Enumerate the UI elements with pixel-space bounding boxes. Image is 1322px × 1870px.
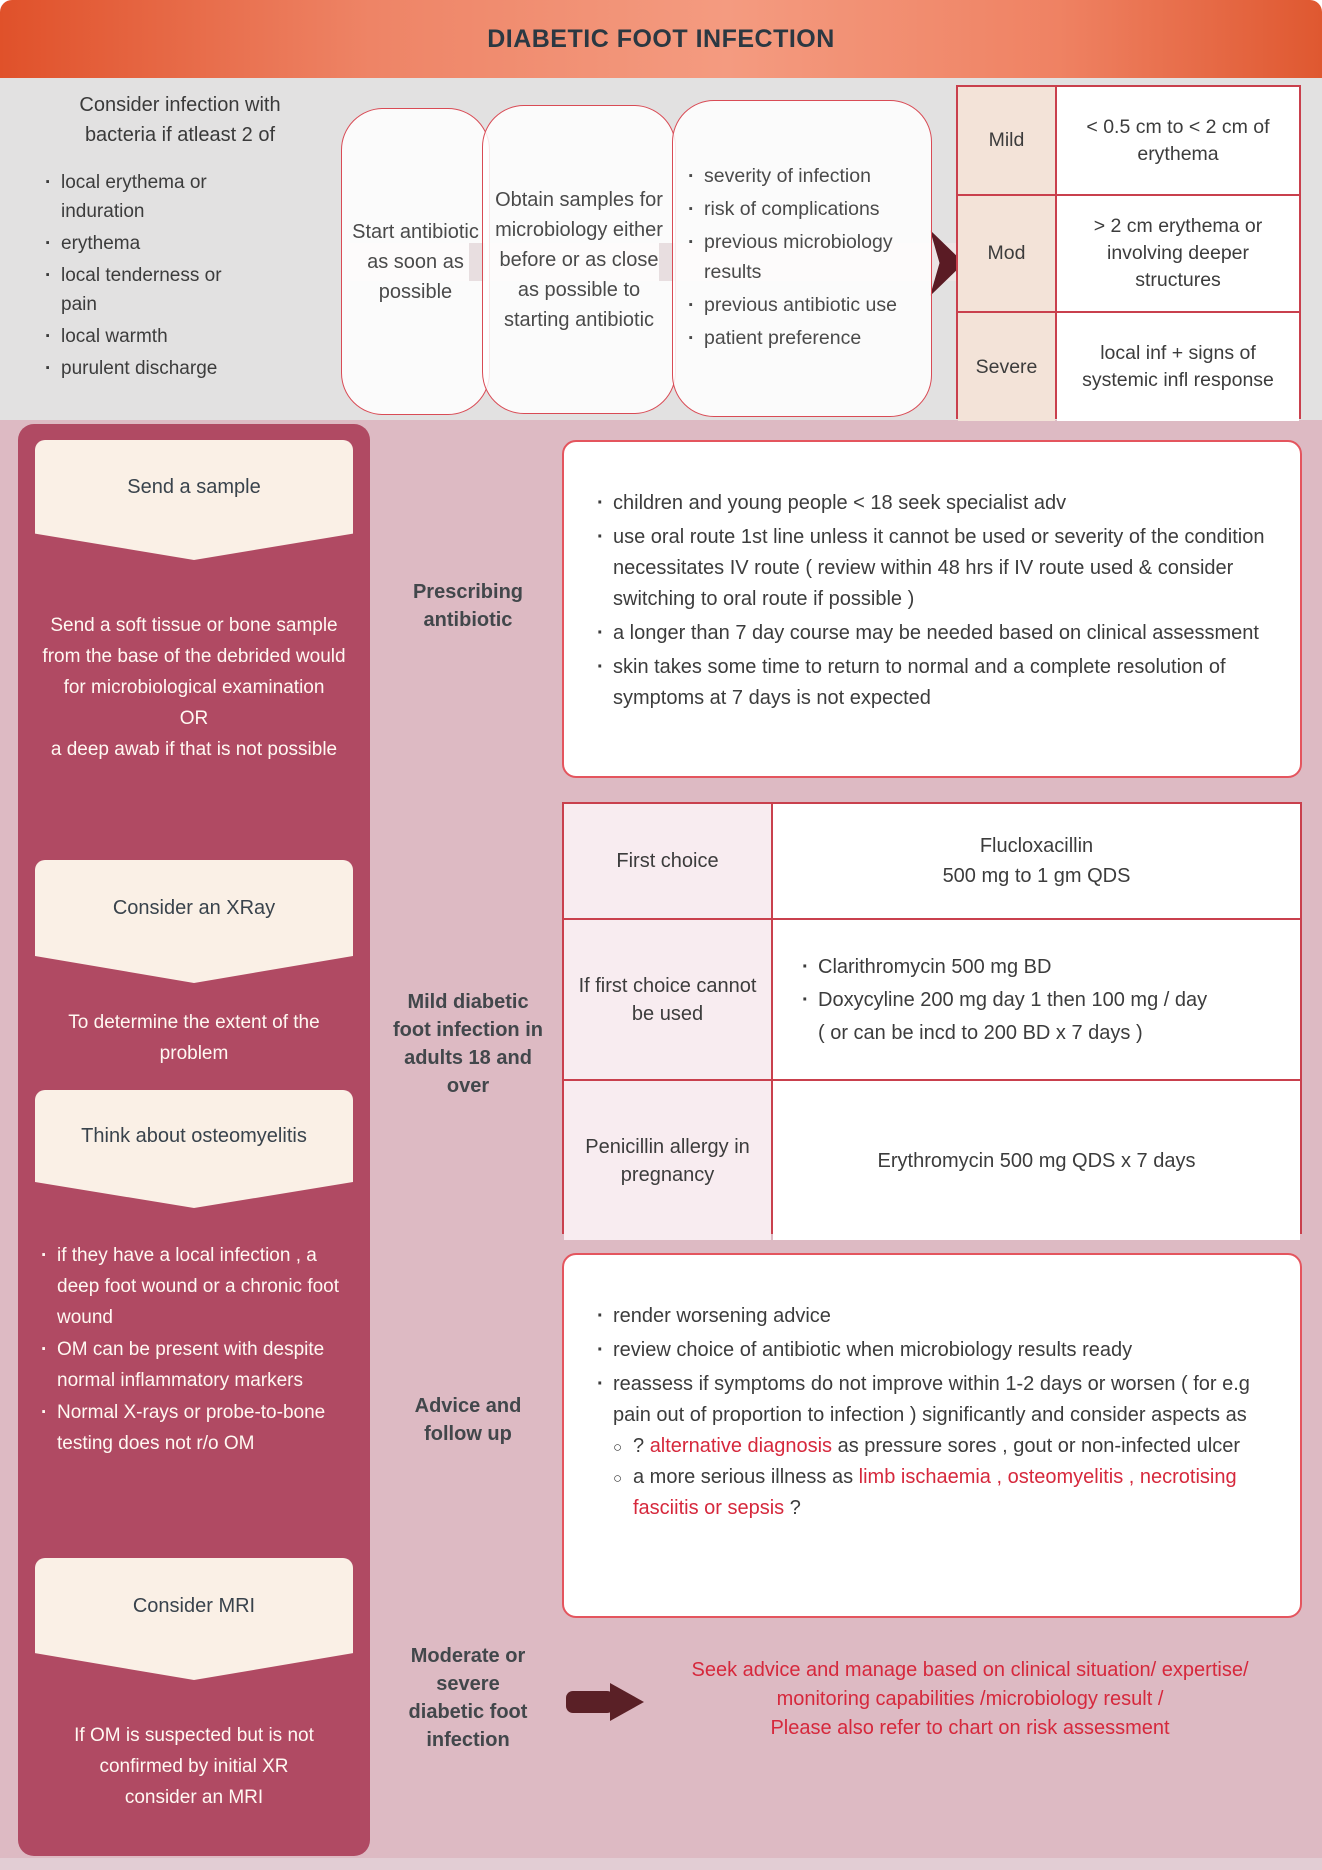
sub-text: as pressure sores , gout or non-infected… xyxy=(832,1435,1241,1457)
sample-instructions-or: OR xyxy=(179,708,209,729)
severity-desc-severe: local inf + signs of systemic infl respo… xyxy=(1057,313,1299,421)
moderate-advice-line: monitoring capabilities /microbiology re… xyxy=(776,1688,1164,1710)
factor-item: risk of complications xyxy=(687,194,923,224)
bottom-strip xyxy=(0,1858,1322,1870)
banner-text: Consider an XRay xyxy=(112,896,276,919)
severity-label-mild: Mild xyxy=(958,87,1055,194)
factors-list: severity of infection risk of complicati… xyxy=(673,161,931,356)
first-choice-value: Flucloxacillin 500 mg to 1 gm QDS xyxy=(773,804,1300,918)
alt-drug: Doxycyline 200 mg day 1 then 100 mg / da… xyxy=(801,985,1207,1015)
moderate-severe-advice: Seek advice and manage based on clinical… xyxy=(640,1656,1300,1743)
severity-desc-mod: > 2 cm erythema or involving deeper stru… xyxy=(1057,196,1299,311)
severity-label-mod: Mod xyxy=(958,196,1055,311)
drug-name: Erythromycin 500 mg QDS x 7 days xyxy=(877,1149,1196,1172)
criteria-item: erythema xyxy=(44,229,249,258)
criteria-item: local warmth xyxy=(44,322,249,351)
row-label-penicillin-allergy: Penicillin allergy in pregnancy xyxy=(564,1081,771,1240)
banner-consider-mri: Consider MRI xyxy=(35,1558,353,1680)
advice-box: render worsening advice review choice of… xyxy=(562,1253,1302,1618)
flow-step-obtain-samples: Obtain samples for microbiology either b… xyxy=(482,105,676,414)
label-moderate-severe: Moderate or severe diabetic foot infecti… xyxy=(408,1645,528,1751)
mild-treatment-table: First choice Flucloxacillin 500 mg to 1 … xyxy=(562,802,1302,1240)
prescribing-bullet: skin takes some time to return to normal… xyxy=(596,652,1274,714)
alt-drug-note: ( or can be incd to 200 BD x 7 days ) xyxy=(818,1021,1143,1044)
page-title: DIABETIC FOOT INFECTION xyxy=(487,24,835,53)
banner-send-a-sample: Send a sample xyxy=(35,440,353,560)
prescribing-advice-box: children and young people < 18 seek spec… xyxy=(562,440,1302,778)
banner-consider-xray: Consider an XRay xyxy=(35,860,353,983)
advice-sub-bullet: ? alternative diagnosis as pressure sore… xyxy=(613,1431,1274,1463)
header-bar: DIABETIC FOOT INFECTION xyxy=(0,0,1322,78)
sub-text-highlight: alternative diagnosis xyxy=(649,1435,833,1457)
severity-label-severe: Severe xyxy=(958,313,1055,421)
osteomyelitis-notes: if they have a local infection , a deep … xyxy=(40,1240,342,1460)
factor-item: previous antibiotic use xyxy=(687,290,923,320)
criteria-item: local tenderness or pain xyxy=(44,261,249,319)
sample-instructions-text: Send a soft tissue or bone sample from t… xyxy=(42,615,346,698)
flow-step-start-antibiotic: Start antibiotic as soon as possible xyxy=(341,108,490,415)
drug-name: Flucloxacillin xyxy=(979,835,1094,857)
mri-note: If OM is suspected but is not confirmed … xyxy=(74,1725,314,1808)
label-advice-follow-up: Advice and follow up xyxy=(414,1395,522,1445)
penicillin-allergy-value: Erythromycin 500 mg QDS x 7 days xyxy=(773,1081,1300,1240)
advice-bullet-text: reassess if symptoms do not improve with… xyxy=(613,1373,1250,1426)
severity-desc-mild: < 0.5 cm to < 2 cm of erythema xyxy=(1057,87,1299,194)
label-mild-infection: Mild diabetic foot infection in adults 1… xyxy=(393,991,543,1097)
advice-bullet: render worsening advice xyxy=(596,1301,1274,1332)
osteomyelitis-note: if they have a local infection , a deep … xyxy=(40,1240,342,1333)
osteomyelitis-note: Normal X-rays or probe-to-bone testing d… xyxy=(40,1397,342,1459)
criteria-title-line1: Consider infection with xyxy=(79,94,281,116)
banner-text: Consider MRI xyxy=(132,1594,256,1617)
prescribing-bullet: a longer than 7 day course may be needed… xyxy=(596,618,1274,649)
factor-item: severity of infection xyxy=(687,161,923,191)
criteria-item: local erythema or induration xyxy=(44,168,249,226)
flow-step-text: Start antibiotic as soon as possible xyxy=(352,220,479,303)
row-label-first-choice: First choice xyxy=(564,804,771,918)
alt-drug: Clarithromycin 500 mg BD xyxy=(801,952,1051,982)
moderate-advice-line: Please also refer to chart on risk asses… xyxy=(770,1717,1170,1739)
flow-step-text: Obtain samples for microbiology either b… xyxy=(495,188,663,331)
flow-step-assess-factors: severity of infection risk of complicati… xyxy=(672,100,932,417)
right-arrow-head-icon xyxy=(610,1683,644,1721)
banner-think-osteomyelitis: Think about osteomyelitis xyxy=(35,1090,353,1208)
sample-instructions: Send a soft tissue or bone sample from t… xyxy=(34,610,354,765)
criteria-item: purulent discharge xyxy=(44,354,249,383)
factor-item: previous microbiology results xyxy=(687,227,923,287)
sub-text: ? xyxy=(784,1497,801,1519)
right-arrow-icon xyxy=(566,1691,614,1713)
label-prescribing-antibiotic: Prescribing antibiotic xyxy=(412,581,524,631)
second-choice-value: Clarithromycin 500 mg BD Doxycyline 200 … xyxy=(773,920,1300,1079)
prescribing-bullet: children and young people < 18 seek spec… xyxy=(596,488,1274,519)
advice-bullet: review choice of antibiotic when microbi… xyxy=(596,1335,1274,1366)
banner-text: Think about osteomyelitis xyxy=(81,1125,307,1148)
advice-bullet: reassess if symptoms do not improve with… xyxy=(596,1369,1274,1524)
criteria-list: local erythema or induration erythema lo… xyxy=(44,168,249,386)
drug-dose: 500 mg to 1 gm QDS xyxy=(942,865,1131,887)
factor-item: patient preference xyxy=(687,323,923,353)
sub-text: a more serious illness as xyxy=(633,1466,859,1488)
sample-instructions-alt: a deep awab if that is not possible xyxy=(50,739,338,760)
row-label-second-choice: If first choice cannot be used xyxy=(564,920,771,1079)
osteomyelitis-note: OM can be present with despite normal in… xyxy=(40,1334,342,1396)
xray-purpose: To determine the extent of the problem xyxy=(68,1012,320,1064)
advice-sub-bullet: a more serious illness as limb ischaemia… xyxy=(613,1462,1274,1524)
criteria-title-line2: bacteria if atleast 2 of xyxy=(84,124,276,146)
banner-text: Send a sample xyxy=(127,475,261,498)
moderate-advice-line: Seek advice and manage based on clinical… xyxy=(691,1659,1249,1681)
sub-text: ? xyxy=(633,1435,650,1457)
criteria-title: Consider infection with bacteria if atle… xyxy=(30,90,330,150)
severity-table: Mild < 0.5 cm to < 2 cm of erythema Mod … xyxy=(956,85,1301,421)
imaging-sidebar: Send a sample Send a soft tissue or bone… xyxy=(18,424,370,1856)
prescribing-bullet: use oral route 1st line unless it cannot… xyxy=(596,522,1274,615)
sub-text-highlight: limb ischaemia , osteomyelitis , necroti… xyxy=(633,1466,1237,1519)
